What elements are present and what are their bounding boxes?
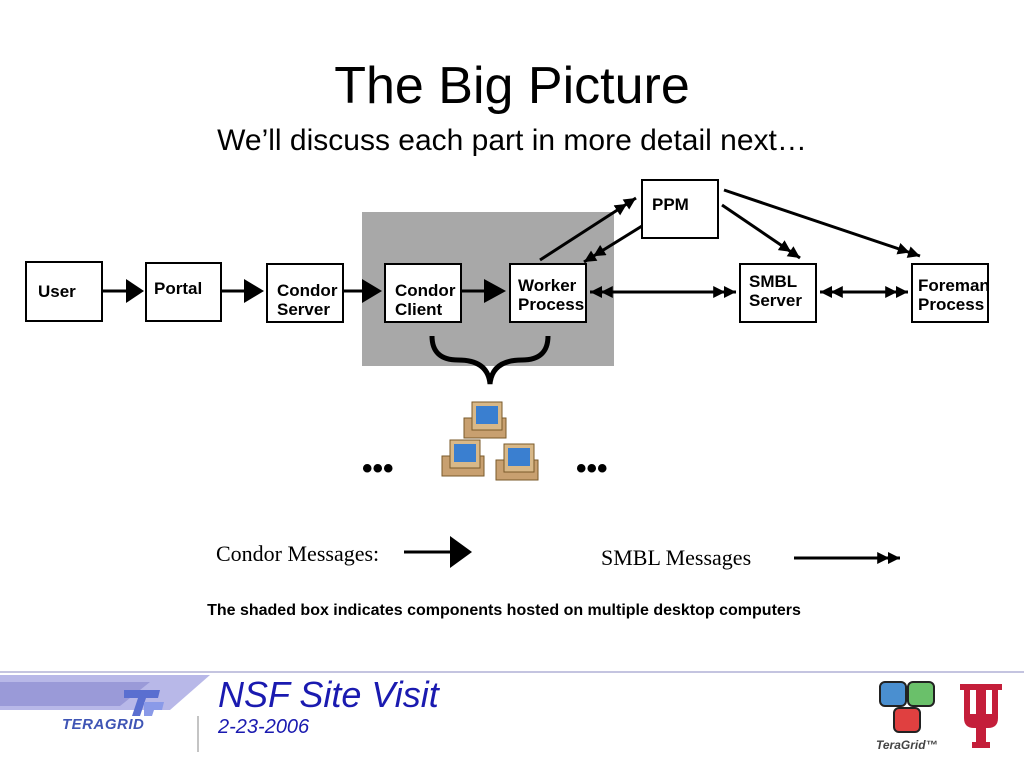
teragrid-logo-icon bbox=[124, 690, 164, 716]
node-label: SMBL bbox=[749, 272, 797, 291]
curly-brace bbox=[429, 335, 551, 385]
node-label: Worker bbox=[518, 276, 577, 295]
teragrid-small-text: TeraGrid™ bbox=[876, 738, 938, 752]
desktop-computer-icon bbox=[441, 439, 485, 477]
node-label: Client bbox=[395, 300, 443, 319]
node-label: Server bbox=[749, 291, 802, 310]
node-label: Process bbox=[518, 295, 584, 314]
node-portal: Portal bbox=[145, 262, 222, 322]
node-worker-process: Worker Process bbox=[509, 263, 587, 323]
node-label: Foreman bbox=[918, 276, 990, 295]
diagram-caption: The shaded box indicates components host… bbox=[207, 602, 801, 619]
node-label: Server bbox=[277, 300, 330, 319]
node-label: Condor bbox=[395, 281, 456, 300]
teragrid-emblem-icon bbox=[879, 681, 935, 733]
node-label: Condor bbox=[277, 281, 338, 300]
slide-title: The Big Picture bbox=[334, 57, 690, 115]
node-ppm: PPM bbox=[641, 179, 719, 239]
node-foreman-process: Foreman Process bbox=[911, 263, 990, 323]
node-condor-server: Condor Server bbox=[266, 263, 344, 323]
node-label: User bbox=[38, 282, 76, 301]
node-label: PPM bbox=[652, 195, 689, 214]
smbl-arrows bbox=[539, 188, 921, 298]
footer-date: 2-23-2006 bbox=[218, 716, 310, 738]
ellipsis-left: ••• bbox=[362, 452, 394, 485]
condor-arrows bbox=[103, 279, 506, 303]
iu-trident-logo bbox=[960, 684, 1002, 748]
node-label: Process bbox=[918, 295, 984, 314]
node-user: User bbox=[25, 261, 103, 322]
legend-condor: Condor Messages: bbox=[216, 536, 472, 568]
legend-smbl-label: SMBL Messages bbox=[601, 545, 751, 570]
teragrid-logo-text: TERAGRID bbox=[62, 716, 145, 733]
desktop-computer-icon bbox=[463, 401, 507, 439]
slide-subtitle: We’ll discuss each part in more detail n… bbox=[217, 124, 807, 157]
footer-title: NSF Site Visit bbox=[218, 674, 439, 715]
desktop-computer-icon bbox=[495, 443, 539, 481]
legend-condor-label: Condor Messages: bbox=[216, 541, 379, 566]
node-condor-client: Condor Client bbox=[384, 263, 462, 323]
footer-band bbox=[0, 671, 1024, 752]
node-smbl-server: SMBL Server bbox=[739, 263, 817, 323]
node-label: Portal bbox=[154, 279, 202, 298]
legend-smbl: SMBL Messages bbox=[601, 545, 900, 570]
ellipsis-right: ••• bbox=[576, 452, 608, 485]
